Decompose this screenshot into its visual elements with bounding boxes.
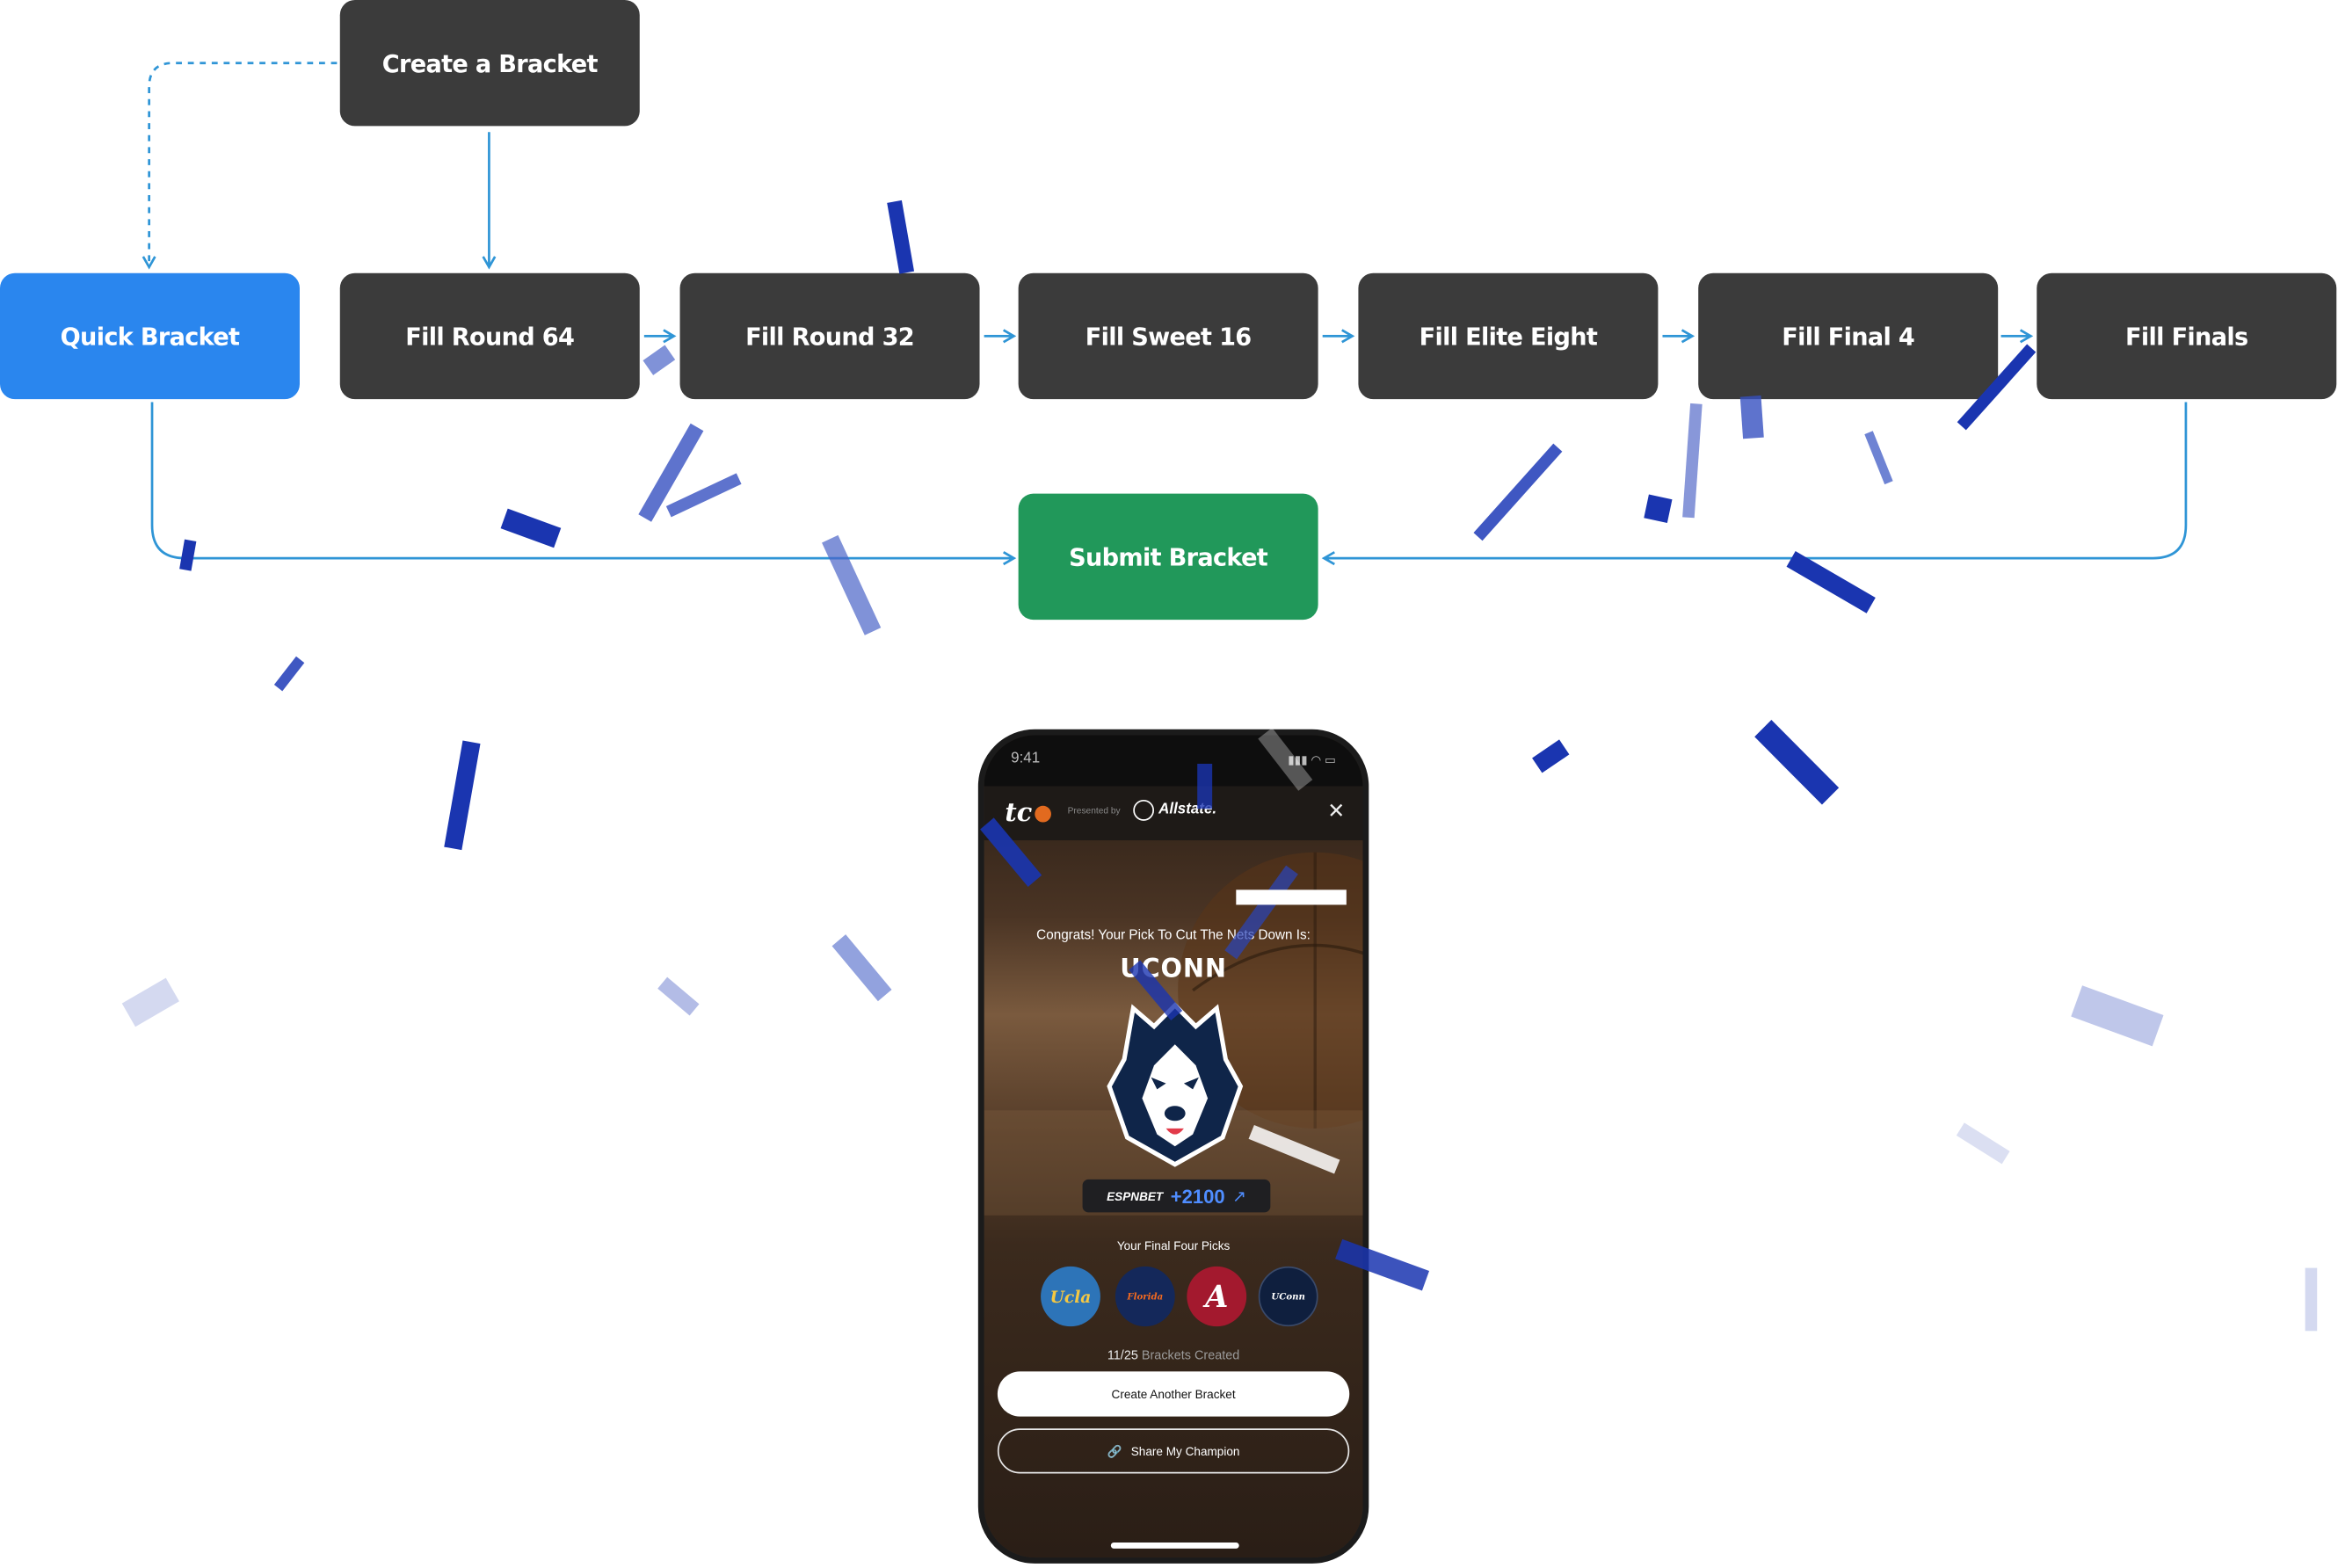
tc-logo: tc <box>1005 798 1033 829</box>
pick-alabama-logo: A <box>1187 1266 1247 1327</box>
submit-bracket-node: Submit Bracket <box>1018 493 1318 621</box>
confetti-piece <box>444 740 481 851</box>
status-bar: 9:41 ▮▮▮ ◠ ▭ <box>984 735 1363 787</box>
fill-round-32-node: Fill Round 32 <box>679 272 980 400</box>
confetti-piece <box>1335 1238 1430 1291</box>
app-header: tc Presented by Allstate. ✕ <box>984 786 1363 841</box>
confetti-piece <box>887 200 915 274</box>
odds-badge[interactable]: ESPNBET +2100 ↗ <box>1082 1179 1271 1213</box>
connector-finals-to-submit <box>1321 402 2188 566</box>
quick-bracket-node: Quick Bracket <box>0 272 300 400</box>
confetti-piece <box>1786 551 1876 613</box>
pick-uconn-logo: UConn <box>1258 1266 1318 1327</box>
confetti-piece <box>1248 1124 1340 1174</box>
external-link-icon: ↗ <box>1232 1187 1246 1206</box>
confetti-piece <box>1129 960 1183 1021</box>
confetti-piece <box>2305 1267 2318 1332</box>
link-icon: 🔗 <box>1107 1444 1122 1458</box>
confetti-piece <box>980 817 1042 887</box>
confetti-piece <box>1258 727 1313 791</box>
confetti-piece <box>121 977 179 1027</box>
close-icon[interactable]: ✕ <box>1327 798 1346 823</box>
dashed-connector-create-to-quick <box>142 62 338 270</box>
confetti-piece <box>822 534 882 635</box>
final-four-title: Your Final Four Picks <box>1116 1239 1231 1253</box>
brackets-count-value: 11/25 <box>1107 1347 1138 1363</box>
fill-elite-eight-node: Fill Elite Eight <box>1358 272 1659 400</box>
brackets-count-label: Brackets Created <box>1141 1347 1240 1363</box>
confetti-piece <box>2071 985 2164 1047</box>
presented-by-label: Presented by <box>1067 807 1121 817</box>
signal-icon: ▮▮▮ <box>1288 753 1308 767</box>
confetti-piece <box>273 656 305 692</box>
home-indicator <box>1110 1543 1239 1549</box>
odds-value: +2100 <box>1170 1184 1225 1208</box>
confetti-piece <box>643 345 676 375</box>
fill-round-64-node: Fill Round 64 <box>339 272 640 400</box>
share-button-label: Share My Champion <box>1130 1444 1240 1458</box>
wifi-icon: ◠ <box>1311 753 1322 767</box>
allstate-hands-icon <box>1133 799 1155 821</box>
confetti-piece <box>665 473 742 518</box>
confetti-piece <box>179 539 197 571</box>
status-time: 9:41 <box>1011 750 1041 767</box>
confetti-piece <box>1532 739 1570 773</box>
fill-finals-node: Fill Finals <box>2037 272 2337 400</box>
fill-final-4-node: Fill Final 4 <box>1698 272 1999 400</box>
pick-florida-logo: Florida <box>1115 1266 1175 1327</box>
confetti-piece <box>1956 1122 2010 1165</box>
confetti-piece <box>1644 494 1673 523</box>
confetti-piece <box>1224 865 1298 960</box>
confetti-piece <box>1957 344 2037 431</box>
confetti-piece <box>638 423 704 522</box>
create-bracket-node: Create a Bracket <box>339 0 640 127</box>
fill-sweet-16-node: Fill Sweet 16 <box>1018 272 1318 400</box>
confetti-piece <box>831 934 892 1002</box>
confetti-piece <box>1682 403 1703 519</box>
confetti-piece <box>500 508 562 548</box>
pick-ucla-logo: Ucla <box>1041 1266 1100 1327</box>
husky-logo <box>1107 1002 1244 1167</box>
confetti-piece <box>1864 431 1893 485</box>
share-my-champion-button[interactable]: 🔗 Share My Champion <box>997 1428 1350 1474</box>
confetti-piece <box>1754 719 1840 805</box>
confetti-piece <box>1236 889 1347 905</box>
sportsbook-logo: ESPNBET <box>1107 1188 1164 1203</box>
confetti-piece <box>1473 443 1563 541</box>
battery-icon: ▭ <box>1325 753 1336 767</box>
basketball-icon <box>1035 805 1051 823</box>
confetti-piece <box>1197 763 1213 809</box>
brackets-created-count: 11/25 Brackets Created <box>984 1347 1363 1362</box>
confetti-piece <box>657 976 700 1016</box>
confetti-piece <box>1739 395 1764 439</box>
create-another-bracket-button[interactable]: Create Another Bracket <box>997 1371 1350 1417</box>
